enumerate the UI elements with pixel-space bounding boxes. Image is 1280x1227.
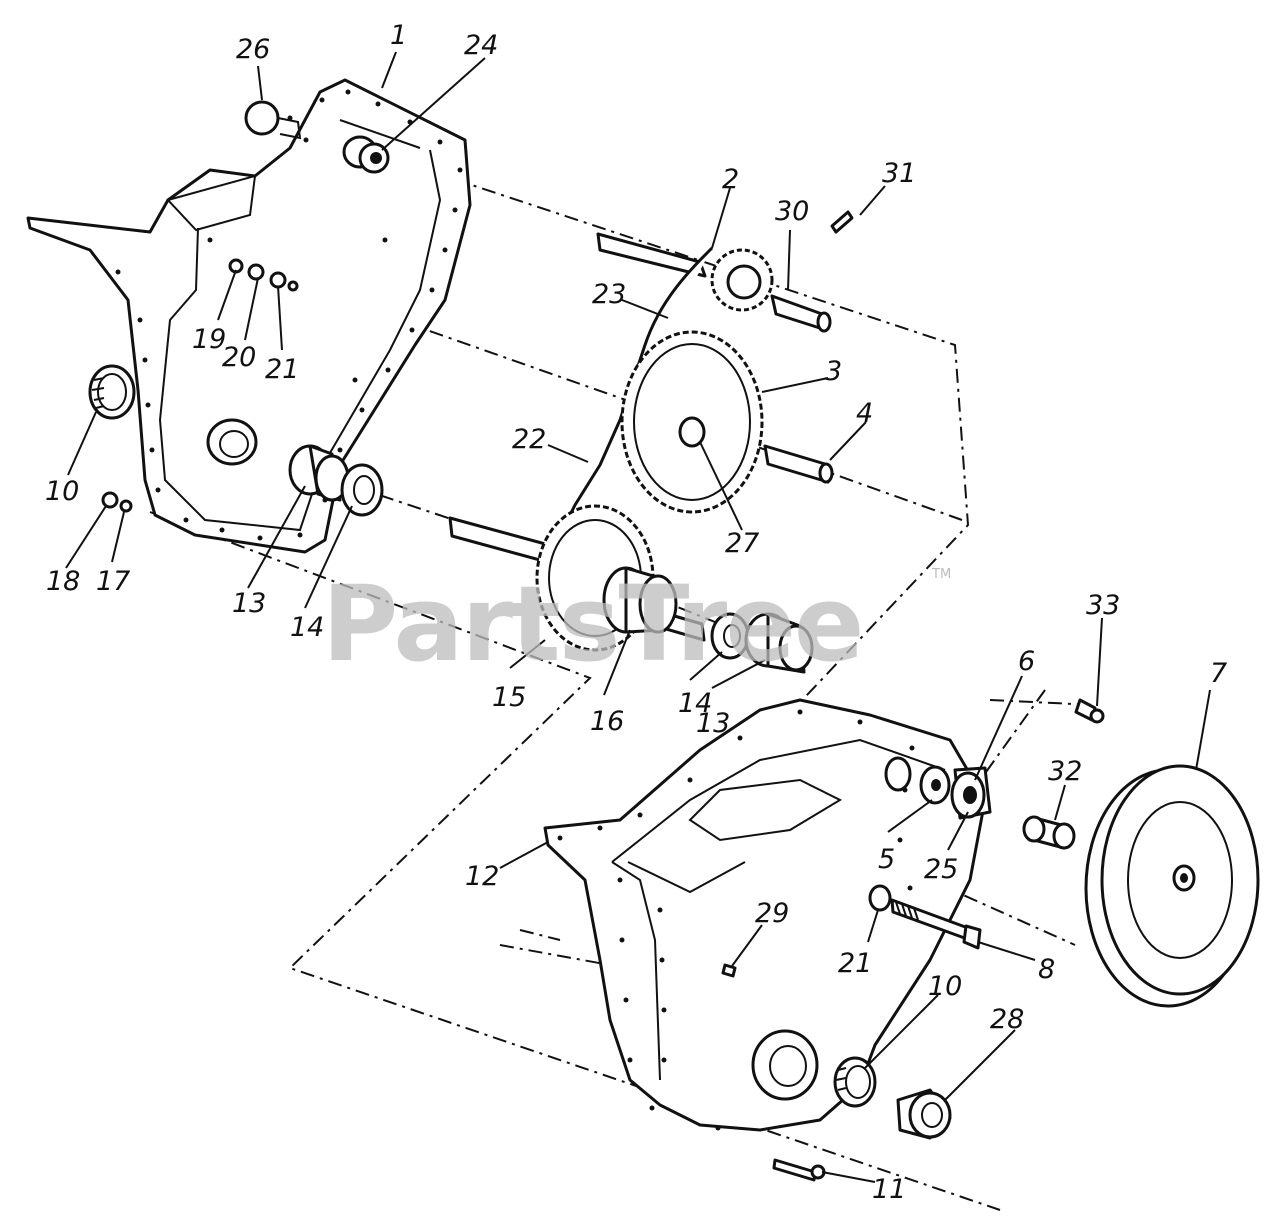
callout-13-right: 13: [696, 708, 730, 739]
callout-20: 20: [222, 342, 256, 373]
callout-28: 28: [990, 1004, 1024, 1035]
callout-22: 22: [512, 424, 546, 455]
callout-26: 26: [236, 34, 270, 65]
pulley-7: [1084, 764, 1260, 1008]
callout-11: 11: [872, 1174, 906, 1205]
hub-16: [602, 566, 678, 634]
bolt-8: [868, 884, 982, 950]
plug-26: [244, 100, 302, 140]
callout-27: 27: [725, 528, 759, 559]
callout-18: 18: [46, 566, 80, 597]
callout-5: 5: [878, 844, 895, 875]
screw-33: [1074, 698, 1105, 724]
bolt-11: [772, 1158, 826, 1182]
seal-10-right: [833, 1056, 877, 1108]
callout-10-left: 10: [45, 476, 79, 507]
leader-lines: [65, 51, 1211, 1183]
watermark-text: PartsTree: [322, 563, 862, 685]
callout-31: 31: [882, 158, 916, 189]
callout-1: 1: [390, 20, 407, 51]
callout-30: 30: [775, 196, 809, 227]
callout-32: 32: [1048, 756, 1082, 787]
callout-14-left: 14: [290, 612, 324, 643]
callout-17: 17: [96, 566, 130, 597]
watermark-trademark: TM: [931, 567, 951, 582]
callout-6: 6: [1018, 646, 1035, 677]
callout-24: 24: [464, 30, 498, 61]
callout-13-left: 13: [232, 588, 266, 619]
seal-10-left: [88, 364, 136, 420]
sprocket-3: [620, 330, 764, 514]
upper-shaft-2: [596, 232, 707, 278]
callout-2: 2: [722, 164, 739, 195]
watermark: PartsTree TM: [322, 563, 951, 685]
bearing-13-left: [288, 444, 350, 502]
small-hardware-19-20-21: [228, 258, 299, 292]
callout-3: 3: [825, 356, 842, 387]
callout-25: 25: [924, 854, 958, 885]
callout-33: 33: [1086, 590, 1120, 621]
screw-29: [721, 963, 737, 978]
callout-23: 23: [592, 279, 626, 310]
callout-7: 7: [1210, 658, 1227, 689]
callout-4: 4: [856, 398, 873, 429]
cap-28: [896, 1088, 952, 1140]
bearing-5: [919, 765, 951, 805]
callout-14-right: 14: [678, 688, 712, 719]
callout-29: 29: [755, 898, 789, 929]
washer-14-left: [340, 463, 384, 517]
small-sprocket-upper: [710, 248, 774, 312]
spacer-32: [1022, 815, 1076, 850]
callout-10-right: 10: [928, 971, 962, 1002]
callout-21-right: 21: [838, 948, 872, 979]
callout-21-left: 21: [265, 354, 299, 385]
chain-case-left-half: [26, 78, 472, 554]
callout-15: 15: [492, 682, 526, 713]
nut-18-washer-17: [101, 491, 133, 513]
callout-19: 19: [192, 324, 226, 355]
callout-labels: 1 2 3 4 5 6 7 8 10 10 11 12 13 13 14 14 …: [45, 20, 1227, 1205]
hub-25: [884, 756, 992, 820]
callout-12: 12: [465, 861, 499, 892]
callout-8: 8: [1038, 954, 1055, 985]
callout-16: 16: [590, 706, 624, 737]
bearing-13-right: [744, 612, 814, 674]
sprocket-hub-30-pin-31: [770, 210, 854, 333]
shaft-4: [763, 444, 834, 484]
